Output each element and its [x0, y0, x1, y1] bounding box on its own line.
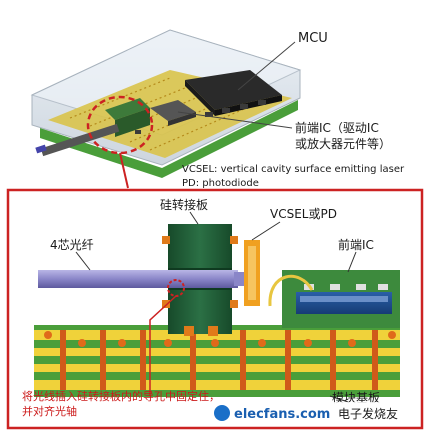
- cross-section: [34, 211, 400, 403]
- leader-frontend-ic: [177, 111, 293, 129]
- label-module-substrate: 模块基板: [332, 391, 380, 405]
- module-3d-illustration: [30, 29, 302, 189]
- frontend-ic-block: [268, 270, 400, 328]
- leader-vcsel-pd: [251, 221, 281, 241]
- zoom-connector: [119, 152, 129, 189]
- label-mcu: MCU: [298, 31, 328, 46]
- label-vcsel-or-pd: VCSEL或PD: [270, 207, 337, 221]
- label-note-line1: 将光线插入硅转接板内的导孔中固定住，: [22, 389, 220, 403]
- leader-frontend-ic-section: [347, 251, 357, 273]
- watermark-site: elecfans.com: [234, 407, 330, 422]
- label-frontend-ic: 前端IC: [338, 237, 374, 252]
- label-note-line2: 并对齐光轴: [22, 404, 77, 418]
- elecfans-logo-icon: [214, 405, 230, 421]
- optical-fiber: [38, 270, 238, 288]
- frontend-ic-chip-3d: [150, 100, 196, 126]
- label-silicon-adapter: 硅转接板: [160, 197, 208, 212]
- watermark-brand: 电子发烧友: [338, 406, 398, 421]
- label-fiber: 4芯光纤: [50, 238, 94, 252]
- label-frontend-ic-line1: 前端IC（驱动IC: [295, 120, 379, 135]
- leader-module-substrate: [329, 395, 349, 403]
- leader-mcu: [237, 41, 296, 91]
- vcsel-pd-chip: [244, 240, 260, 306]
- leader-silicon-adapter: [189, 211, 199, 225]
- watermark: elecfans.com 电子发烧友: [214, 402, 416, 424]
- leader-fiber: [75, 251, 91, 271]
- fiber-tip: [234, 272, 244, 286]
- label-pd-definition: PD: photodiode: [182, 178, 259, 189]
- highlight-circle: [86, 95, 154, 155]
- label-frontend-ic-line2: 或放大器元件等）: [295, 136, 391, 151]
- label-vcsel-definition: VCSEL: vertical cavity surface emitting …: [182, 164, 405, 175]
- insertion-leader: [149, 295, 177, 396]
- module-pcb-base: [40, 100, 298, 178]
